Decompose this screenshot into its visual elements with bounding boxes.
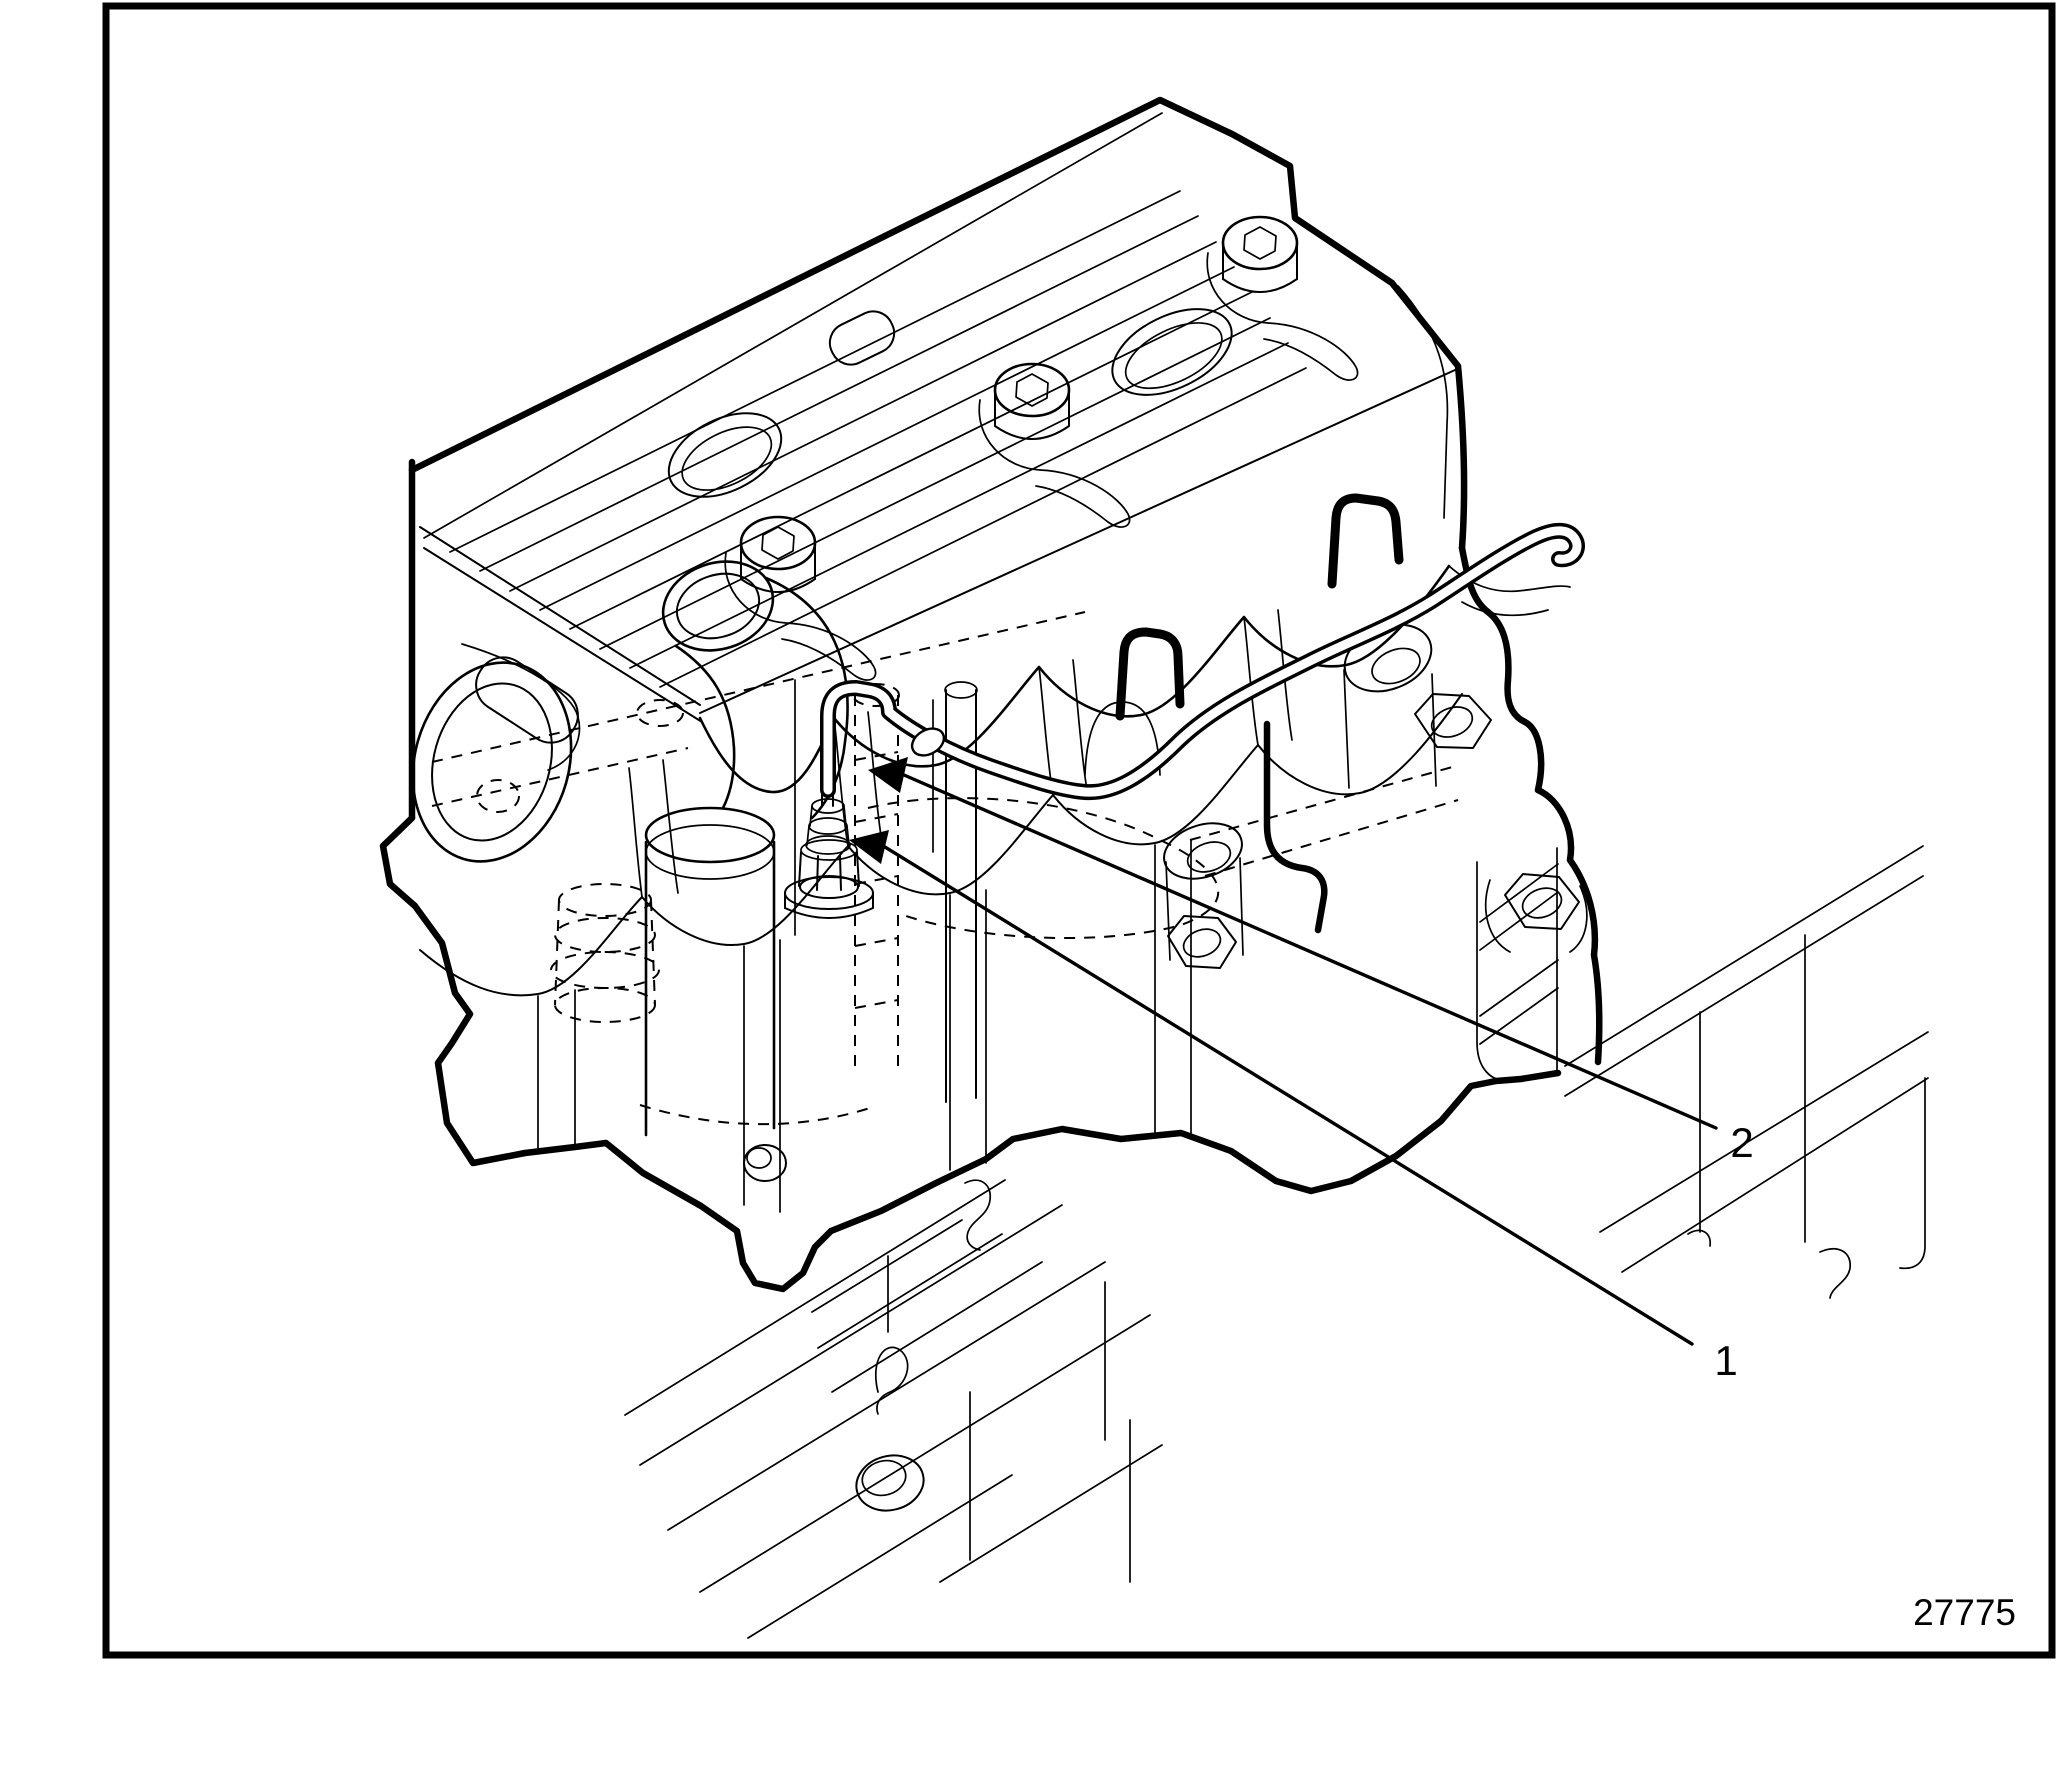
callout-label-1: 1 bbox=[1714, 1337, 1737, 1384]
o-ring-port bbox=[411, 643, 581, 863]
cover-bolts bbox=[724, 215, 1359, 681]
engine-drawing bbox=[379, 96, 1929, 1639]
leader-lines bbox=[849, 757, 1718, 1346]
arrow-icon-1 bbox=[849, 830, 889, 864]
cover-oval-openings bbox=[667, 308, 1233, 498]
fuel-line bbox=[820, 493, 1585, 801]
leader-line-1 bbox=[883, 845, 1694, 1346]
cylinder-head bbox=[379, 544, 1603, 1512]
figure-border bbox=[102, 2, 2056, 1659]
callout-label-2: 2 bbox=[1730, 1119, 1753, 1166]
head-bottom-outline bbox=[379, 814, 1562, 1293]
fuel-line-clip bbox=[1115, 627, 1185, 721]
engine-block bbox=[624, 845, 1929, 1639]
clamp-bosses bbox=[1163, 623, 1588, 969]
valve-cover bbox=[408, 96, 1571, 822]
arrow-icon-2 bbox=[868, 757, 908, 793]
sensor-fitting bbox=[784, 747, 874, 919]
cover-gasket-edge bbox=[698, 564, 1451, 794]
fuel-line-clip bbox=[1327, 493, 1404, 589]
cover-ribs bbox=[449, 190, 1307, 688]
leader-line-2 bbox=[902, 773, 1718, 1130]
figure-number: 27775 bbox=[1913, 1592, 2016, 1633]
